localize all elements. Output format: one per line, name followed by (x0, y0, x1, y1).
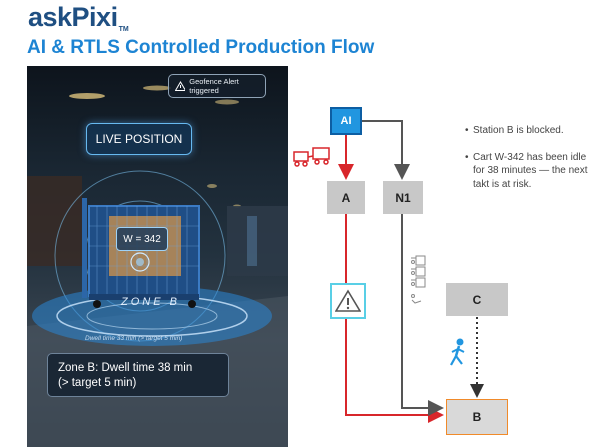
station-b-node: B (446, 399, 508, 435)
warning-triangle-icon (335, 289, 361, 312)
brand-logo: askPixiTM (28, 2, 129, 33)
status-notes: Station B is blocked. Cart W-342 has bee… (465, 124, 595, 204)
n1-to-b-arrow (401, 214, 444, 416)
geofence-alert-badge: Geofence Alert triggered (168, 74, 266, 98)
cart-train-icon (293, 147, 330, 167)
station-c-node: C (446, 283, 508, 316)
dwell-time-card: Zone B: Dwell time 38 min (> target 5 mi… (47, 353, 229, 397)
warehouse-photo: Geofence Alert triggered LIVE POSITION W… (27, 66, 288, 447)
note-item: Station B is blocked. (465, 124, 595, 138)
ai-chip-node: AI (330, 107, 362, 135)
walking-person-icon (450, 338, 465, 366)
warning-triangle-icon (175, 81, 186, 91)
dwell-time-line1: Zone B: Dwell time 38 min (58, 362, 193, 374)
zone-label: ZONE B (121, 296, 180, 308)
live-position-badge: LIVE POSITION (86, 123, 192, 155)
ceiling-lights (69, 85, 241, 208)
warehouse-shelving (27, 176, 288, 276)
geofence-alert-text: Geofence Alert triggered (189, 77, 239, 95)
blue-cart (82, 198, 200, 308)
brand-name: askPixi (28, 2, 118, 32)
brand-trademark: TM (118, 26, 129, 33)
dwell-time-line2: (> target 5 min) (58, 377, 137, 389)
station-a-node: A (327, 181, 365, 214)
zone-caption: Dwell time 33 min (> target 5 min) (85, 335, 183, 342)
warning-box (330, 283, 366, 319)
stacked-carts-icon (411, 255, 426, 304)
cart-tag: W = 342 (116, 227, 168, 251)
note-item: Cart W-342 has been idle for 38 minutes … (465, 151, 595, 192)
warning-to-b-arrow (345, 319, 444, 423)
ai-chip-label: AI (340, 115, 352, 127)
station-n1-node: N1 (383, 181, 423, 214)
page-title: AI & RTLS Controlled Production Flow (27, 37, 375, 58)
ai-to-n1-arrow (362, 120, 410, 180)
